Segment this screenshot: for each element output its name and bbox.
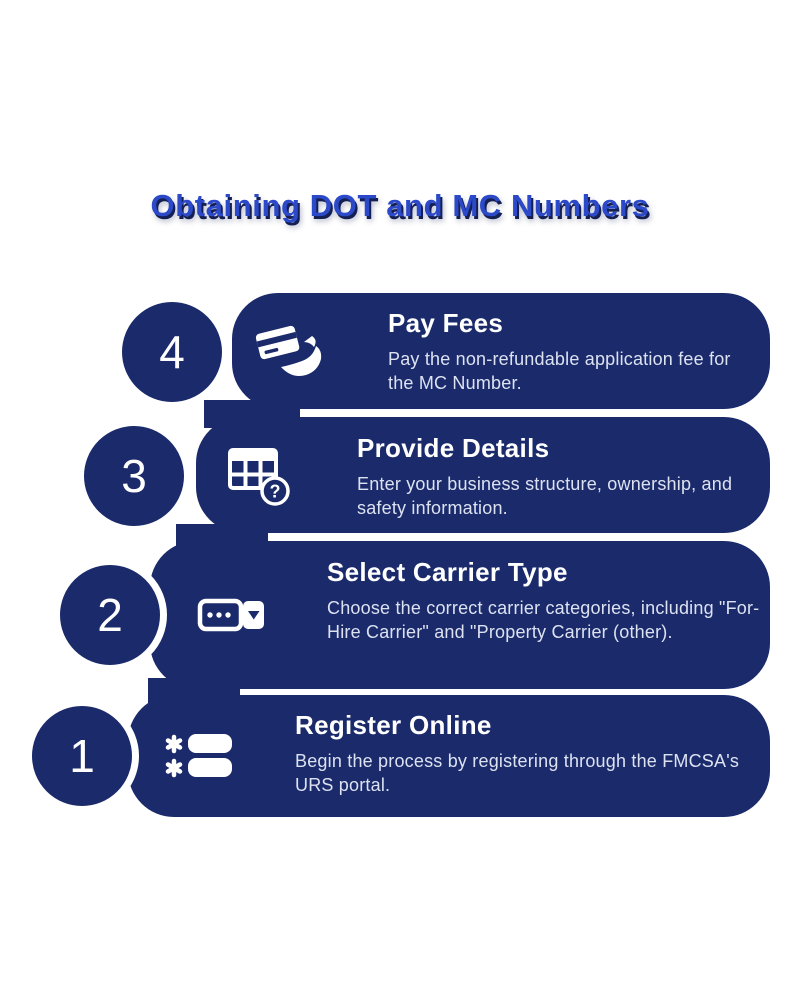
step-body: Pay the non-refundable application fee f… [388,349,731,393]
infographic-title: Obtaining DOT and MC Numbers [150,188,650,223]
step-text-3: Provide Details Enter your business stru… [357,433,747,521]
step-heading: Provide Details [357,433,550,463]
step-text-1: Register Online Begin the process by reg… [295,710,755,798]
step-text-4: Pay Fees Pay the non-refundable applicat… [388,308,752,396]
step-heading: Register Online [295,710,492,740]
step-number: 1 [69,730,95,782]
step-number-badge-2: 2 [53,558,167,672]
step-number-badge-1: 1 [25,699,139,813]
step-body: Begin the process by registering through… [295,751,740,795]
dropdown-select-icon [194,577,270,653]
step-number: 4 [159,326,185,378]
step-number: 3 [121,450,147,502]
step-bar-1 [128,695,770,817]
hand-card-icon [252,314,328,390]
step-number-badge-4: 4 [115,295,229,409]
step-bar-3 [196,417,770,533]
step-text-2: Select Carrier Type Choose the correct c… [327,557,763,645]
form-fields-icon [162,718,238,794]
step-number: 2 [97,589,123,641]
step-heading: Select Carrier Type [327,557,568,587]
svg-text:?: ? [270,482,281,502]
spreadsheet-question-icon: ? [220,438,296,514]
step-number-badge-3: 3 [77,419,191,533]
step-body: Enter your business structure, ownership… [357,474,733,518]
step-body: Choose the correct carrier categories, i… [327,598,760,642]
step-heading: Pay Fees [388,308,504,338]
step-bar-4 [232,293,770,409]
